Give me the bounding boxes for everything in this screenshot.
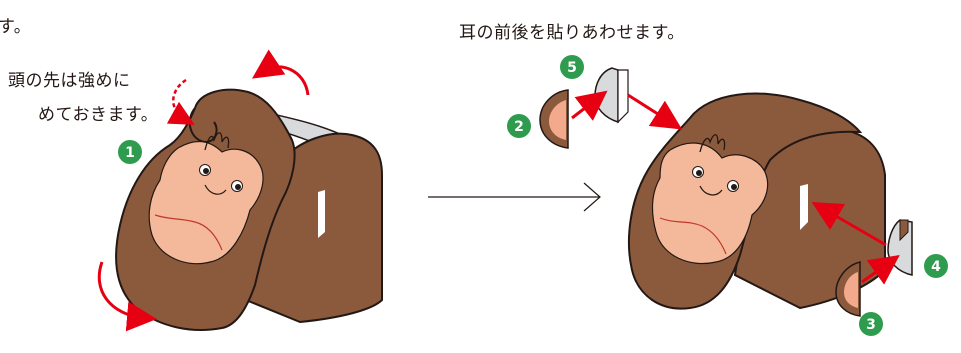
left-monkey-head [115,88,383,331]
left-chin-line [154,214,223,251]
svg-text:5: 5 [567,60,577,76]
curved-arrow-icon-bottom [97,261,157,332]
left-note-line-2: めておきます。 [38,105,159,125]
ear-4-back [887,219,913,276]
left-note-line-1: 頭の先は強めに [8,71,131,91]
instruction-text-fragment: す。 [0,17,32,37]
right-side-slit [800,184,808,230]
left-face [148,141,264,265]
number-badge-4: 4 [924,254,948,278]
curved-arrow-icon-dashed [166,78,195,125]
left-hair-tuft [204,132,230,151]
right-instruction-title: 耳の前後を貼りあわせます。 [459,23,685,43]
ear-5-back [594,67,629,124]
ear-3-front [835,261,861,317]
svg-text:4: 4 [931,259,941,275]
number-badge-2: 2 [507,114,531,138]
left-side-slit [318,190,325,238]
right-arrow-icon [428,182,601,212]
right-monkey-head [627,92,886,310]
ear-2-front [539,89,569,149]
right-face [651,142,769,265]
right-mouth [699,185,723,196]
number-badge-1: 1 [118,140,142,164]
number-badge-5: 5 [560,55,584,79]
curved-arrow-icon-top [252,49,310,96]
svg-text:1: 1 [125,145,135,161]
number-badge-3: 3 [859,312,883,336]
svg-text:2: 2 [514,119,524,135]
right-attach-arrows [571,90,900,285]
svg-text:3: 3 [866,317,876,333]
right-hair-tuft [699,134,726,153]
left-mouth [204,184,227,195]
left-fold-arrows [97,49,310,332]
right-chin-line [659,217,727,255]
